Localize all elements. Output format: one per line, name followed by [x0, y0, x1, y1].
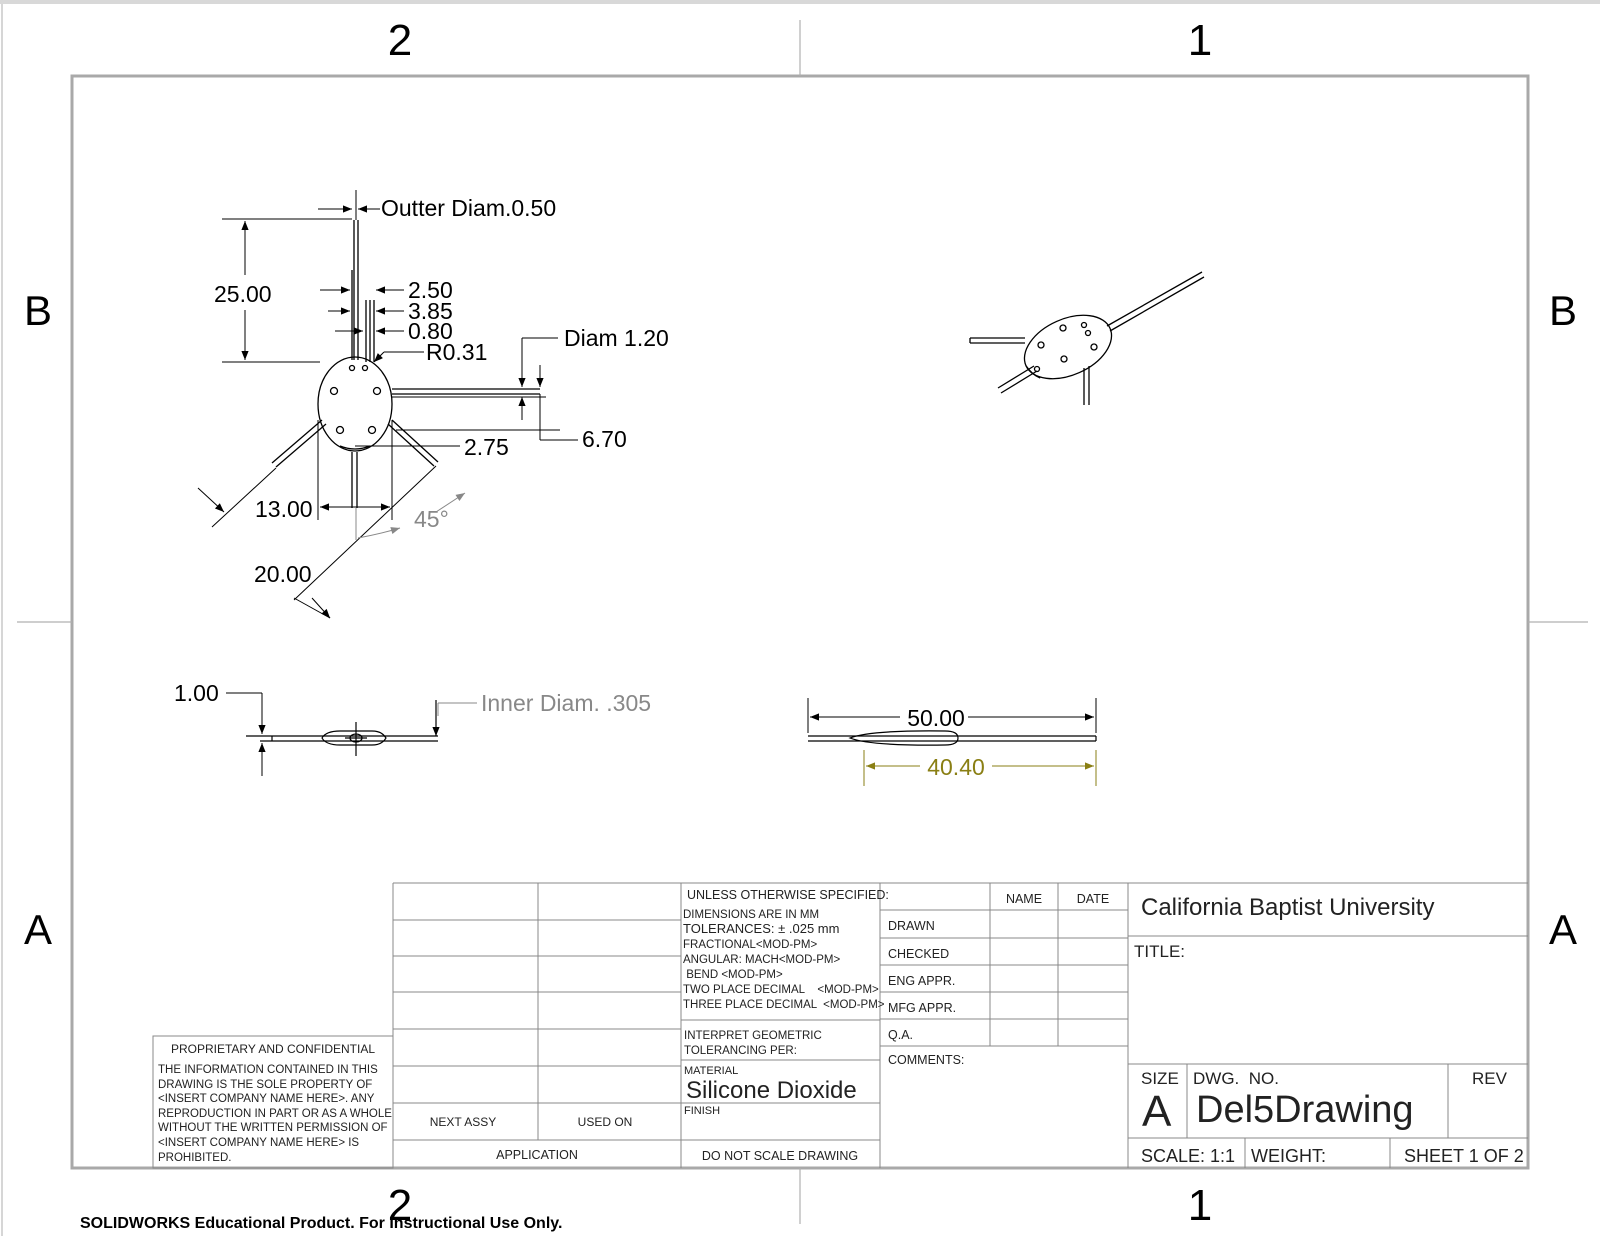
spec-line: DIMENSIONS ARE IN MM	[683, 909, 819, 921]
zone-label-left-b: B	[24, 287, 52, 334]
zone-label-top-2: 2	[388, 16, 412, 65]
dim-0-80: 0.80	[408, 318, 453, 344]
dim-outer-diam: Outter Diam.0.50	[381, 195, 556, 221]
dim-diam-120: Diam 1.20	[564, 325, 669, 351]
proprietary-line: REPRODUCTION IN PART OR AS A WHOLE	[158, 1108, 392, 1120]
drawn-label: DRAWN	[888, 919, 935, 933]
scale-label: SCALE: 1:1	[1141, 1146, 1235, 1166]
dim-2-75: 2.75	[464, 434, 509, 460]
finish-label: FINISH	[684, 1105, 720, 1117]
angle-dimension	[355, 492, 466, 540]
dim-angle-45: 45°	[414, 506, 449, 532]
dim-40-40: 40.40	[927, 754, 985, 780]
proprietary-line: PROHIBITED.	[158, 1152, 231, 1164]
dwg-no-value: Del5Drawing	[1196, 1089, 1414, 1131]
dim-r031: R0.31	[426, 339, 487, 365]
top-view-dimensions	[807, 698, 1097, 733]
zone-label-left-a: A	[24, 906, 52, 953]
material-label: MATERIAL	[684, 1065, 738, 1077]
rev-label: REV	[1472, 1069, 1508, 1088]
interpret-line-2: TOLERANCING PER:	[684, 1045, 797, 1057]
title-block	[152, 882, 1528, 1169]
proprietary-line: WITHOUT THE WRITTEN PERMISSION OF	[158, 1122, 388, 1134]
proprietary-line: THE INFORMATION CONTAINED IN THIS	[158, 1064, 378, 1076]
comments-label: COMMENTS:	[888, 1053, 964, 1067]
zone-label-right-b: B	[1549, 287, 1577, 334]
date-header: DATE	[1077, 892, 1109, 906]
eng-appr-label: ENG APPR.	[888, 974, 955, 988]
zone-label-top-1: 1	[1188, 16, 1212, 65]
application-label: APPLICATION	[496, 1148, 578, 1162]
side-view	[246, 700, 440, 756]
zone-label-bottom-2: 2	[388, 1181, 412, 1230]
proprietary-line: DRAWING IS THE SOLE PROPERTY OF	[158, 1079, 372, 1091]
dim-25: 25.00	[214, 281, 272, 307]
do-not-scale: DO NOT SCALE DRAWING	[702, 1149, 858, 1163]
top-view	[808, 730, 1097, 746]
proprietary-line: <INSERT COMPANY NAME HERE> IS	[158, 1137, 359, 1149]
spec-line: ANGULAR: MACH<MOD-PM>	[683, 954, 840, 966]
weight-label: WEIGHT:	[1251, 1146, 1326, 1166]
spec-lines: DIMENSIONS ARE IN MM TOLERANCES: ± .025 …	[683, 909, 885, 1011]
side-view-dimensions	[226, 692, 266, 776]
spec-line: FRACTIONAL<MOD-PM>	[683, 939, 817, 951]
used-on-label: USED ON	[578, 1115, 633, 1129]
dim-3-85: 3.85	[408, 298, 453, 324]
mfg-appr-label: MFG APPR.	[888, 1001, 956, 1015]
spec-line: THREE PLACE DECIMAL <MOD-PM>	[683, 999, 885, 1011]
proprietary-line: <INSERT COMPANY NAME HERE>. ANY	[158, 1093, 375, 1105]
size-value: A	[1142, 1087, 1172, 1136]
qa-label: Q.A.	[888, 1028, 913, 1042]
dim-2-50: 2.50	[408, 277, 453, 303]
dim-13-00: 13.00	[255, 496, 313, 522]
solidworks-footer: SOLIDWORKS Educational Product. For Inst…	[80, 1215, 562, 1232]
material-value: Silicone Dioxide	[686, 1077, 857, 1104]
spec-line: TWO PLACE DECIMAL <MOD-PM>	[683, 984, 879, 996]
dwg-no-label: DWG. NO.	[1193, 1069, 1279, 1088]
interpret-line-1: INTERPRET GEOMETRIC	[684, 1030, 822, 1042]
dim-50-00: 50.00	[907, 705, 965, 731]
reference-dimension	[863, 750, 1097, 786]
title-label: TITLE:	[1134, 942, 1185, 961]
spec-line: BEND <MOD-PM>	[683, 969, 783, 981]
proprietary-lines: THE INFORMATION CONTAINED IN THIS DRAWIN…	[158, 1064, 392, 1164]
dim-inner-diam: Inner Diam. .305	[481, 690, 651, 716]
company-name: California Baptist University	[1141, 894, 1434, 921]
unless-specified: UNLESS OTHERWISE SPECIFIED:	[687, 888, 889, 902]
zone-label-bottom-1: 1	[1188, 1181, 1212, 1230]
sheet-label: SHEET 1 OF 2	[1404, 1146, 1524, 1166]
isometric-view	[969, 271, 1205, 405]
checked-label: CHECKED	[888, 947, 949, 961]
size-label: SIZE	[1141, 1069, 1179, 1088]
front-view	[271, 220, 540, 508]
dim-6-70: 6.70	[582, 426, 627, 452]
name-header: NAME	[1006, 892, 1042, 906]
dim-20-00: 20.00	[254, 561, 312, 587]
next-assy-label: NEXT ASSY	[430, 1115, 496, 1129]
dim-1-00: 1.00	[174, 680, 219, 706]
spec-line: TOLERANCES: ± .025 mm	[683, 921, 839, 936]
proprietary-title: PROPRIETARY AND CONFIDENTIAL	[171, 1042, 375, 1056]
front-view-dimensions	[197, 190, 578, 619]
zone-label-right-a: A	[1549, 906, 1577, 953]
